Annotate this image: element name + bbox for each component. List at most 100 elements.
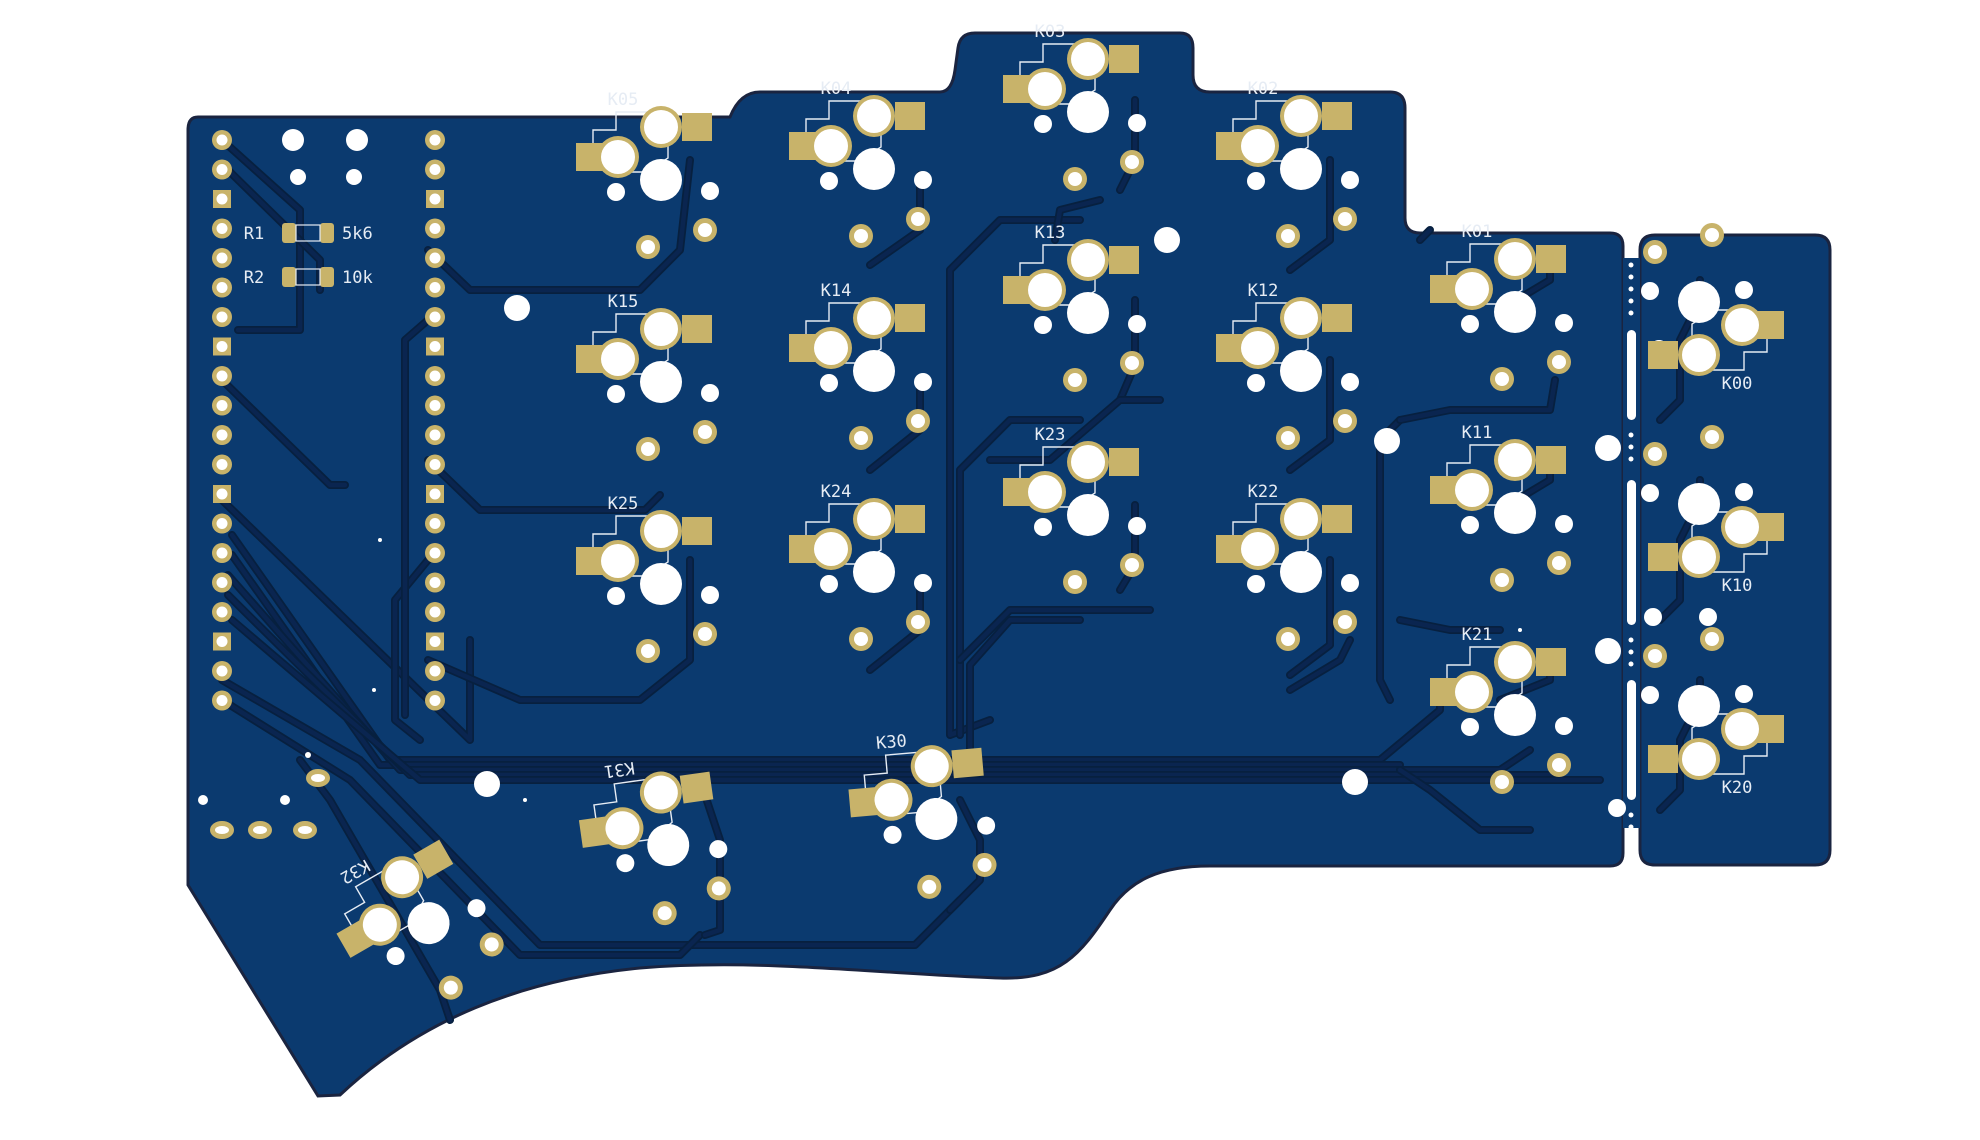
- switch-center-hole: [1494, 492, 1536, 534]
- switch-center-hole: [640, 563, 682, 605]
- resistor-r1[interactable]: R1 5k6: [244, 223, 373, 244]
- header-pin: [425, 130, 445, 150]
- breakaway-slot: [1627, 330, 1636, 420]
- header-pin: [212, 366, 232, 386]
- switch-pin-drill: [641, 644, 655, 658]
- switch-pin-drill: [1068, 575, 1082, 589]
- mouse-bite-hole: [1628, 298, 1634, 304]
- socket-hole: [1455, 675, 1489, 709]
- switch-peg-hole: [1555, 314, 1573, 332]
- header-pin: [425, 307, 445, 327]
- header-pin: [425, 690, 445, 711]
- pin-drill: [216, 134, 228, 146]
- drill-hole: [346, 129, 368, 151]
- header-pin: [426, 485, 444, 503]
- socket-pad: [1109, 448, 1139, 476]
- copper-trace: [1052, 197, 1103, 243]
- socket-pad: [1648, 341, 1678, 369]
- socket-hole: [644, 514, 678, 548]
- switch-center-hole: [1678, 685, 1720, 727]
- switch-footprint-k30[interactable]: K30: [844, 724, 1001, 905]
- oval-drill: [298, 826, 312, 834]
- switch-footprint-k32[interactable]: K32: [309, 814, 518, 1034]
- pin-drill: [216, 193, 228, 205]
- header-pin: [425, 602, 445, 622]
- switch-pin-drill: [1338, 212, 1352, 226]
- switch-peg-hole: [977, 816, 996, 835]
- drill-hole: [346, 169, 362, 185]
- header-pin: [425, 513, 445, 534]
- mouse-bite-hole: [1628, 836, 1634, 842]
- socket-pad: [679, 771, 714, 804]
- switch-footprint-k20[interactable]: K20: [1641, 627, 1784, 798]
- switch-footprint-k24[interactable]: K24: [789, 482, 932, 651]
- switch-footprint-k05[interactable]: K05: [576, 90, 719, 259]
- switch-peg-hole: [1461, 718, 1479, 736]
- switch-pin-drill: [1495, 573, 1509, 587]
- socket-pad: [951, 747, 984, 779]
- switch-footprint-k31[interactable]: K31: [571, 746, 736, 935]
- switch-label: K24: [821, 482, 852, 502]
- socket-hole: [857, 301, 891, 335]
- copper-trace: [1287, 637, 1353, 693]
- socket-hole: [1071, 42, 1105, 76]
- switch-footprint-k13[interactable]: K13: [1003, 223, 1146, 392]
- copper-trace: [425, 457, 663, 513]
- pin-drill: [429, 606, 441, 618]
- pin-drill: [216, 695, 228, 706]
- switch-peg-hole: [820, 575, 838, 593]
- resistor-r2[interactable]: R2 10k: [244, 267, 373, 288]
- switch-footprint-k14[interactable]: K14: [789, 281, 932, 450]
- mouse-bite-hole: [1628, 286, 1634, 292]
- switch-footprint-k25[interactable]: K25: [576, 494, 719, 663]
- socket-hole: [605, 811, 640, 846]
- switch-footprint-k04[interactable]: K04: [789, 79, 932, 248]
- copper-trace: [967, 617, 1083, 763]
- switch-center-hole: [1494, 291, 1536, 333]
- header-pin: [213, 485, 231, 503]
- mounting-holes: [198, 129, 1717, 839]
- drill-hole: [474, 771, 500, 797]
- copper-trace: [229, 532, 1443, 763]
- switch-pin-drill: [657, 906, 672, 921]
- switch-center-hole: [647, 824, 690, 867]
- switch-pin-drill: [641, 240, 655, 254]
- copper-trace: [1397, 617, 1503, 633]
- switch-footprint-k21[interactable]: K21: [1430, 625, 1573, 794]
- socket-hole: [1241, 129, 1275, 163]
- switch-footprint-k11[interactable]: K11: [1430, 423, 1573, 592]
- socket-hole: [385, 860, 420, 895]
- switch-footprint-k23[interactable]: K23: [1003, 425, 1146, 594]
- header-pin: [212, 395, 232, 416]
- switch-footprint-k02[interactable]: K02: [1216, 79, 1359, 248]
- switch-label: K20: [1722, 778, 1753, 798]
- pin-drill: [429, 400, 441, 411]
- copper-trace: [987, 397, 1163, 463]
- mouse-bite-hole: [1628, 824, 1634, 830]
- switch-footprint-k15[interactable]: K15: [576, 292, 719, 461]
- pin-drill: [429, 223, 441, 234]
- copper-trace: [229, 552, 1403, 768]
- switch-footprint-k22[interactable]: K22: [1216, 482, 1359, 651]
- switch-peg-hole: [1461, 315, 1479, 333]
- switch-peg-hole: [820, 172, 838, 190]
- header-pin: [425, 543, 445, 563]
- switch-footprint-k01[interactable]: K01: [1430, 222, 1573, 391]
- drill-hole: [1374, 428, 1400, 454]
- socket-pad: [682, 315, 712, 343]
- socket-hole: [1284, 502, 1318, 536]
- pin-drill: [429, 695, 441, 706]
- socket-hole: [1725, 712, 1759, 746]
- socket-pad: [895, 304, 925, 332]
- copper-trace: [1287, 557, 1333, 678]
- drill-hole: [1699, 608, 1717, 626]
- header-pin: [213, 190, 231, 208]
- copper-trace: [219, 377, 348, 488]
- socket-hole: [1498, 443, 1532, 477]
- switch-footprint-k12[interactable]: K12: [1216, 281, 1359, 450]
- switch-footprint-k10[interactable]: K10: [1641, 425, 1784, 596]
- pin-drill: [429, 134, 441, 146]
- switch-label: K30: [875, 731, 907, 754]
- switch-footprint-k00[interactable]: K00: [1641, 223, 1784, 394]
- switch-footprint-k03[interactable]: K03: [1003, 22, 1146, 191]
